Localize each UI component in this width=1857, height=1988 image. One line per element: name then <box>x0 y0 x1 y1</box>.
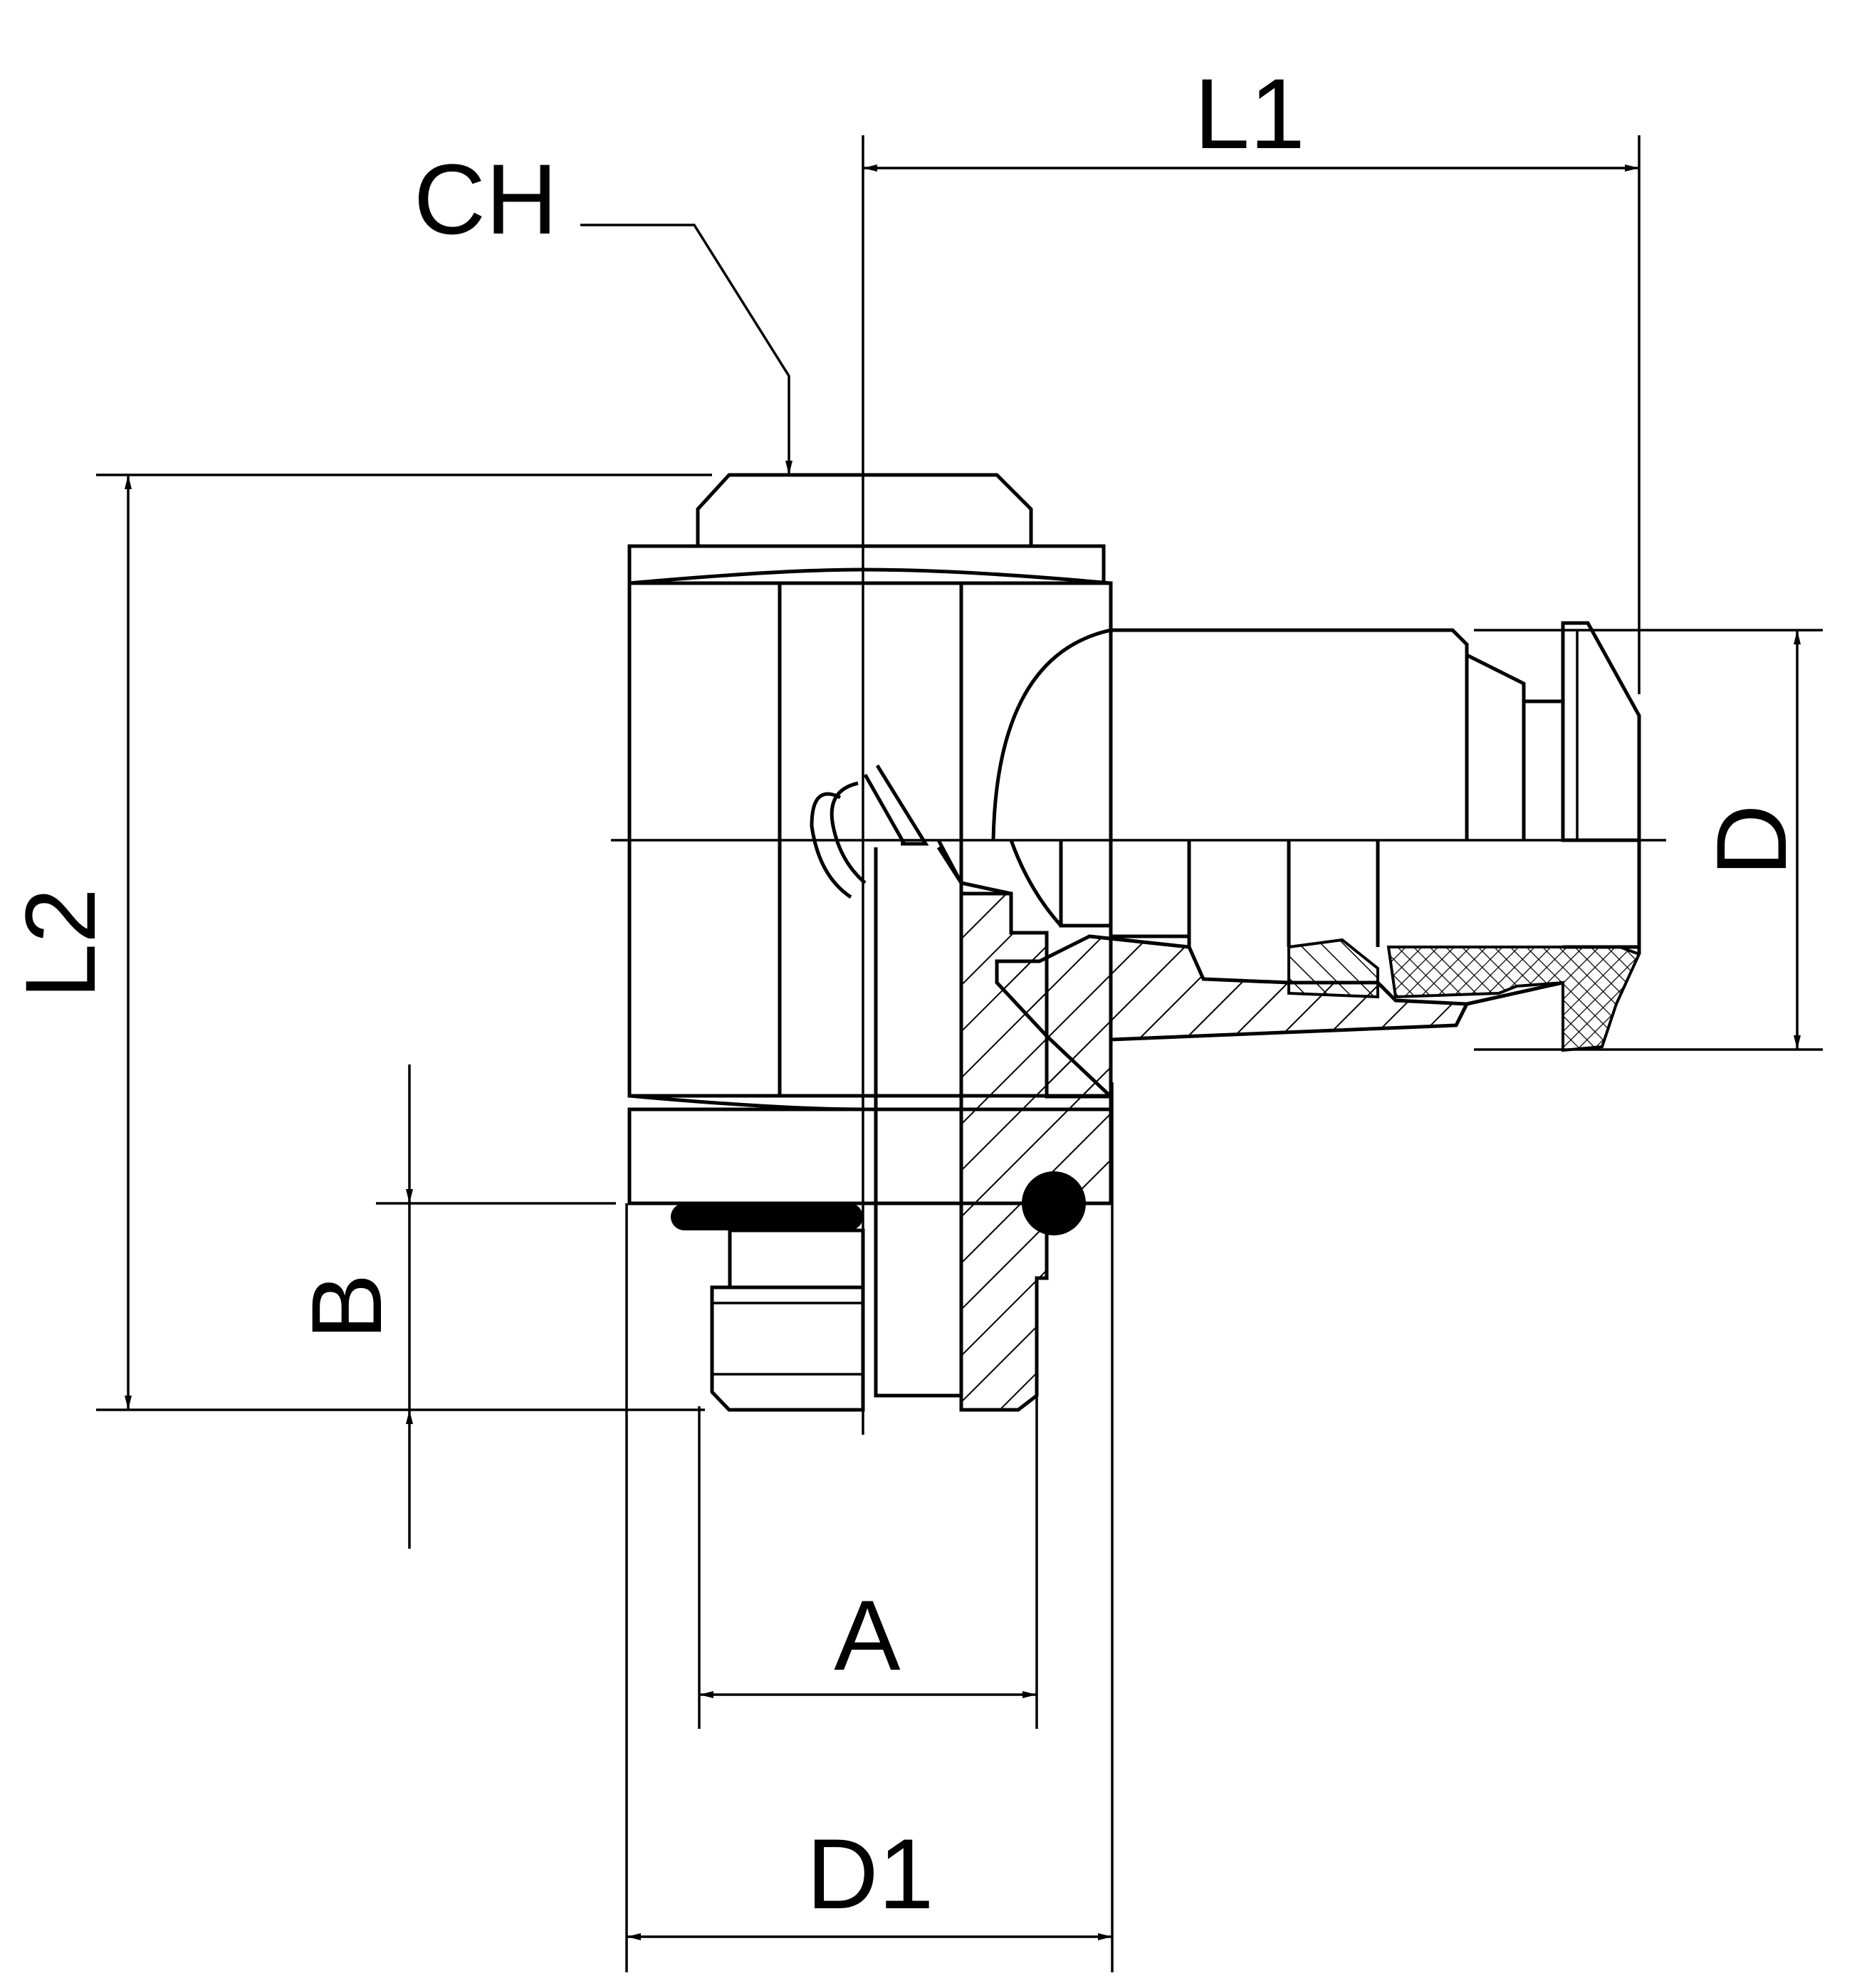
label-a: A <box>834 1579 901 1691</box>
rotation-arrow-icon <box>810 764 929 899</box>
collet-crosshatched <box>1386 946 1641 1052</box>
hex-chamfer-top <box>629 567 1111 585</box>
vertical-section <box>874 839 1113 1412</box>
label-l1: L1 <box>1194 58 1305 169</box>
label-ch: CH <box>414 143 558 255</box>
horizontal-arm <box>991 621 1641 1099</box>
label-b: B <box>291 1273 402 1339</box>
ch-leader-line <box>580 224 793 475</box>
inner-oring <box>1022 1171 1086 1235</box>
thread-neck <box>728 1228 865 1289</box>
collet-hatched <box>1287 938 1379 999</box>
arm-tube-top <box>1111 628 1469 840</box>
seal-ring <box>671 1203 863 1230</box>
dimension-lines <box>96 135 1823 1972</box>
label-l2: L2 <box>4 888 116 999</box>
label-d: D <box>1695 804 1807 876</box>
hex-chamfer-bottom <box>629 1094 864 1111</box>
top-cap <box>696 473 1033 548</box>
elbow-inner-curve <box>1009 839 1062 927</box>
inner-bore <box>874 846 963 1398</box>
section-step-1 <box>1059 840 1191 938</box>
arm-hatched-body <box>995 934 1470 1099</box>
arm-shoulder <box>1465 653 1563 703</box>
swivel-edge <box>936 839 1012 896</box>
elbow-outer-curve <box>991 628 1111 841</box>
label-d1: D1 <box>807 1818 934 1930</box>
hex-body <box>627 581 1113 1098</box>
collet-line <box>1466 980 1564 1006</box>
release-ring-top <box>1561 621 1641 842</box>
vertical-body <box>627 473 1113 1412</box>
dimension-labels: L1 CH L2 D B A D1 <box>4 58 1807 1930</box>
thread-stub <box>710 1285 865 1412</box>
